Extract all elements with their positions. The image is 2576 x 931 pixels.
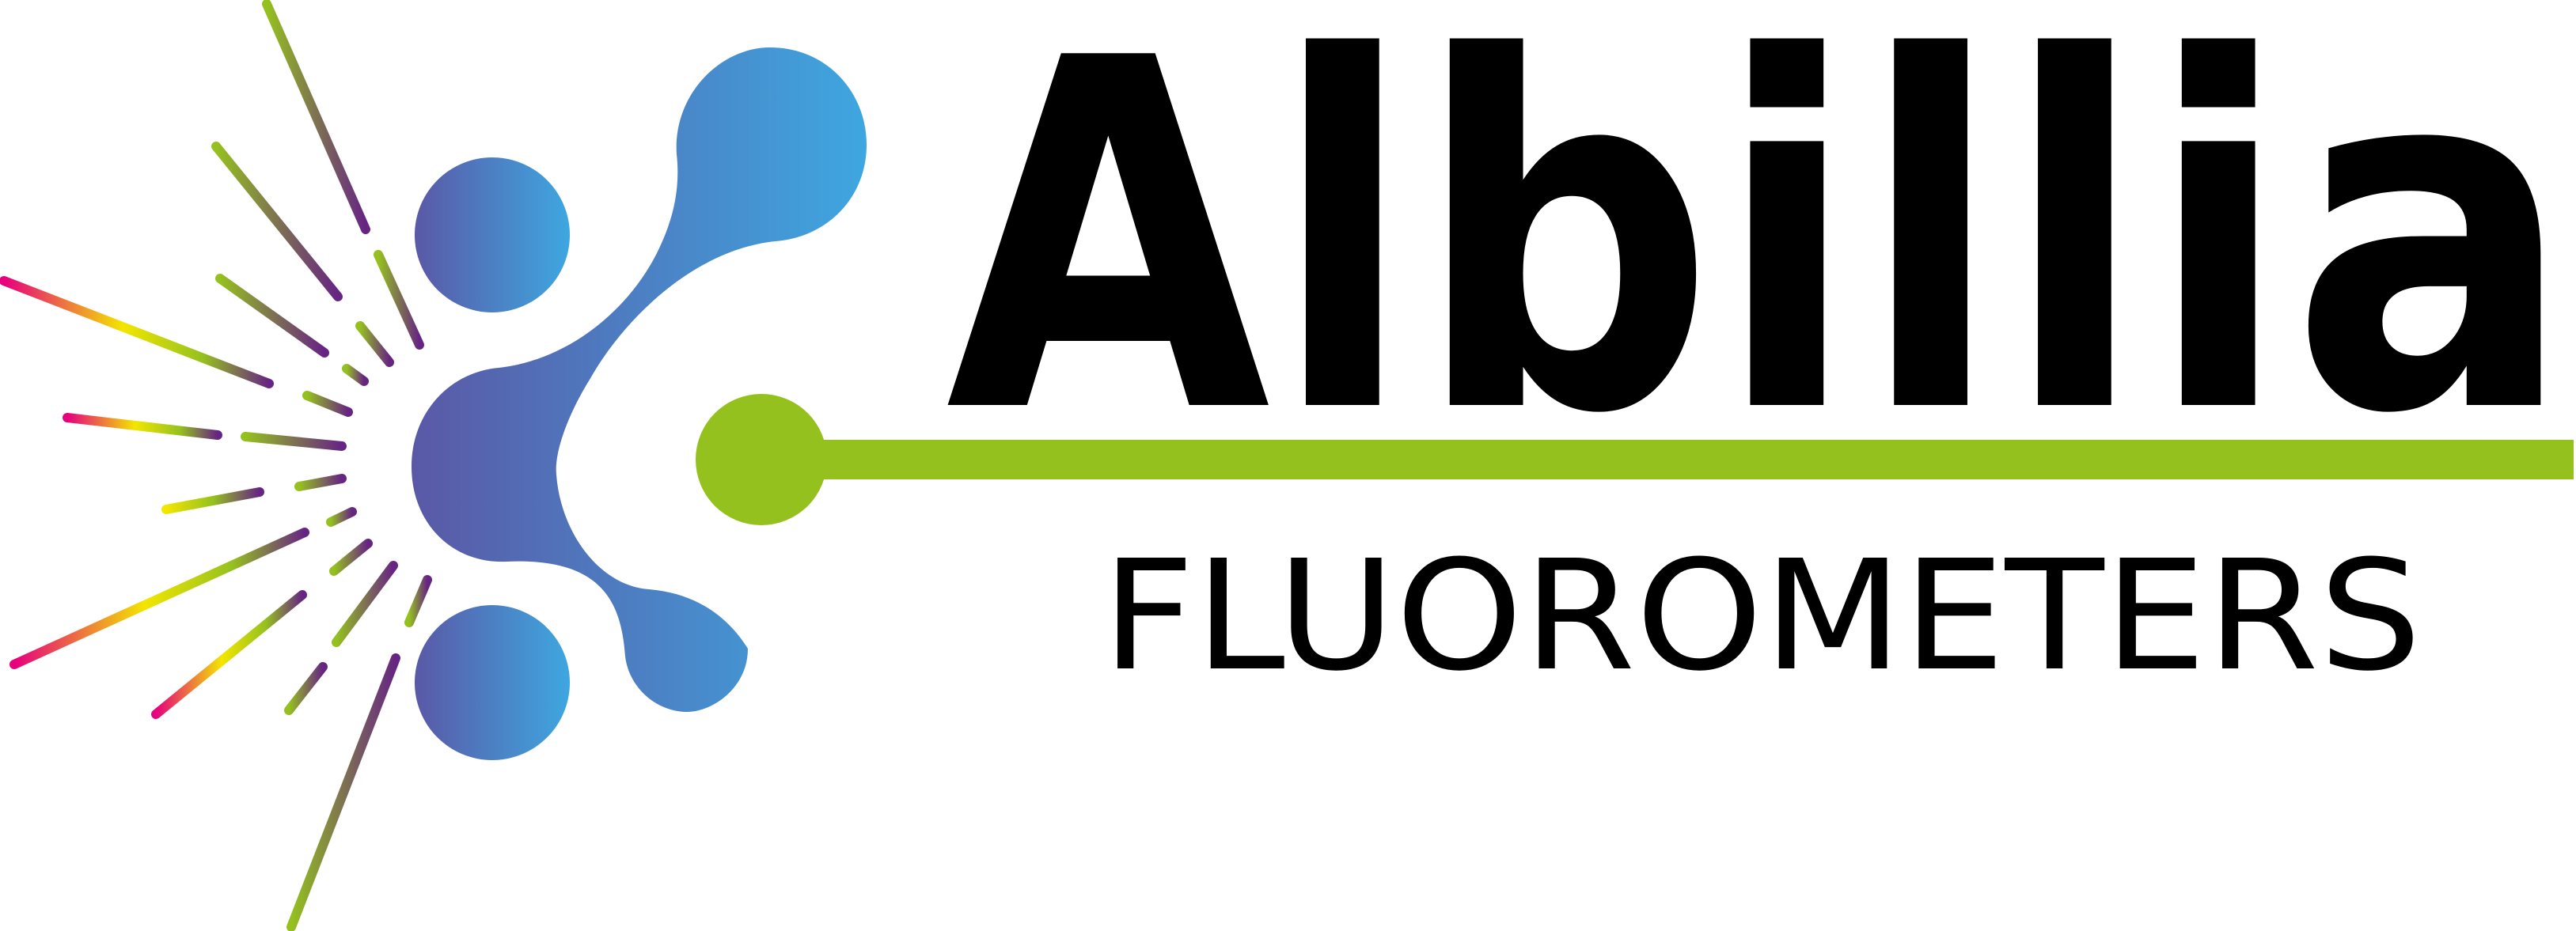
connector-node-icon xyxy=(696,394,2574,525)
molecule-node-top xyxy=(415,157,570,312)
burst-ray xyxy=(284,662,328,715)
burst-ray xyxy=(262,0,370,234)
molecule-icon xyxy=(412,47,867,760)
burst-ray xyxy=(211,142,343,301)
burst-ray xyxy=(151,590,307,719)
burst-ray xyxy=(241,432,347,451)
burst-ray xyxy=(9,528,309,669)
burst-ray xyxy=(215,274,329,358)
brand-wordmark: Albillia xyxy=(946,0,2574,519)
burst-ray xyxy=(63,413,222,440)
accent-bar xyxy=(815,440,2574,479)
burst-ray xyxy=(161,487,264,514)
burst-ray xyxy=(404,575,432,627)
burst-ray xyxy=(286,653,400,931)
burst-ray xyxy=(329,539,373,576)
burst-ray xyxy=(0,276,274,388)
light-burst-icon xyxy=(0,0,432,931)
burst-ray xyxy=(355,321,394,367)
molecule-node-bottom xyxy=(415,605,570,760)
burst-ray xyxy=(294,474,347,491)
burst-ray xyxy=(332,561,398,647)
burst-ray xyxy=(374,250,424,350)
burst-ray xyxy=(326,507,357,527)
brand-tagline: FLUOROMETERS xyxy=(1102,528,2422,705)
molecule-body xyxy=(412,47,867,712)
burst-ray xyxy=(342,364,369,386)
accent-node xyxy=(696,394,827,525)
burst-ray xyxy=(302,391,353,417)
